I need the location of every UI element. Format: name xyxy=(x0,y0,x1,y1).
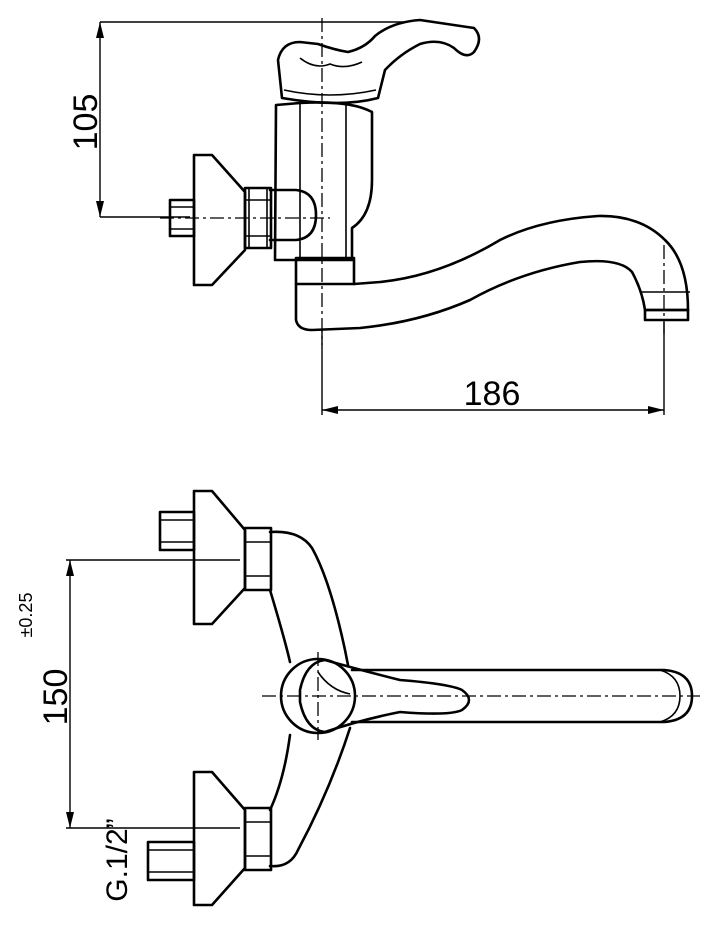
hex-nut-upper xyxy=(243,526,273,592)
dimension-reach: 186 xyxy=(321,322,665,415)
handle-lever-top xyxy=(298,658,471,734)
dimension-spacing-label: 150 xyxy=(37,669,75,726)
handle-lever xyxy=(276,18,481,105)
aerator-side xyxy=(643,308,690,322)
side-view: 105 xyxy=(67,18,690,415)
dimension-height-label: 105 xyxy=(67,94,105,151)
thread-size-label: G.1/2” xyxy=(101,818,134,901)
spout-side xyxy=(294,214,690,332)
wall-flange-lower xyxy=(192,770,247,907)
mixer-body-top xyxy=(268,530,352,868)
dimension-spacing: 150 ±0.25 G.1/2” xyxy=(16,559,240,902)
dimension-height: 105 xyxy=(67,21,405,218)
top-view: 150 ±0.25 G.1/2” xyxy=(16,489,700,907)
wall-flange-side xyxy=(192,153,247,287)
cartridge-body xyxy=(273,101,374,262)
dimension-tolerance-label: ±0.25 xyxy=(16,593,36,638)
dimension-reach-label: 186 xyxy=(464,375,521,413)
wall-flange-upper xyxy=(192,489,247,626)
hex-nut-lower xyxy=(243,806,273,872)
